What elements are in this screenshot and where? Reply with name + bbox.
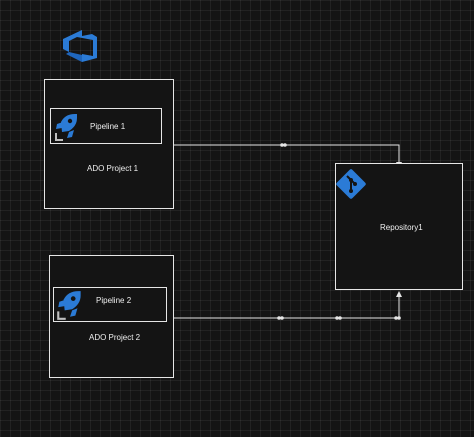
waypoint-marker: [280, 143, 287, 147]
connector-pipeline1-repository[interactable]: [174, 144, 400, 163]
waypoint-marker: [335, 316, 342, 320]
repository-label: Repository1: [380, 223, 423, 232]
pipeline-1-label: Pipeline 1: [90, 122, 126, 131]
connector-pipeline2-repository[interactable]: [174, 296, 400, 319]
git-repo-icon: [336, 169, 366, 199]
arrowhead: [396, 291, 402, 297]
ado-project-1-label: ADO Project 1: [87, 164, 139, 173]
waypoint-marker: [394, 316, 401, 320]
ado-project-2-label: ADO Project 2: [89, 333, 141, 342]
ado-project-1-box[interactable]: [44, 79, 174, 209]
azure-devops-icon: [63, 30, 97, 62]
pipeline-2-label: Pipeline 2: [96, 296, 132, 305]
azure-pipelines-icon: [55, 114, 77, 141]
waypoint-marker: [277, 316, 284, 320]
azure-pipelines-icon: [57, 291, 81, 320]
